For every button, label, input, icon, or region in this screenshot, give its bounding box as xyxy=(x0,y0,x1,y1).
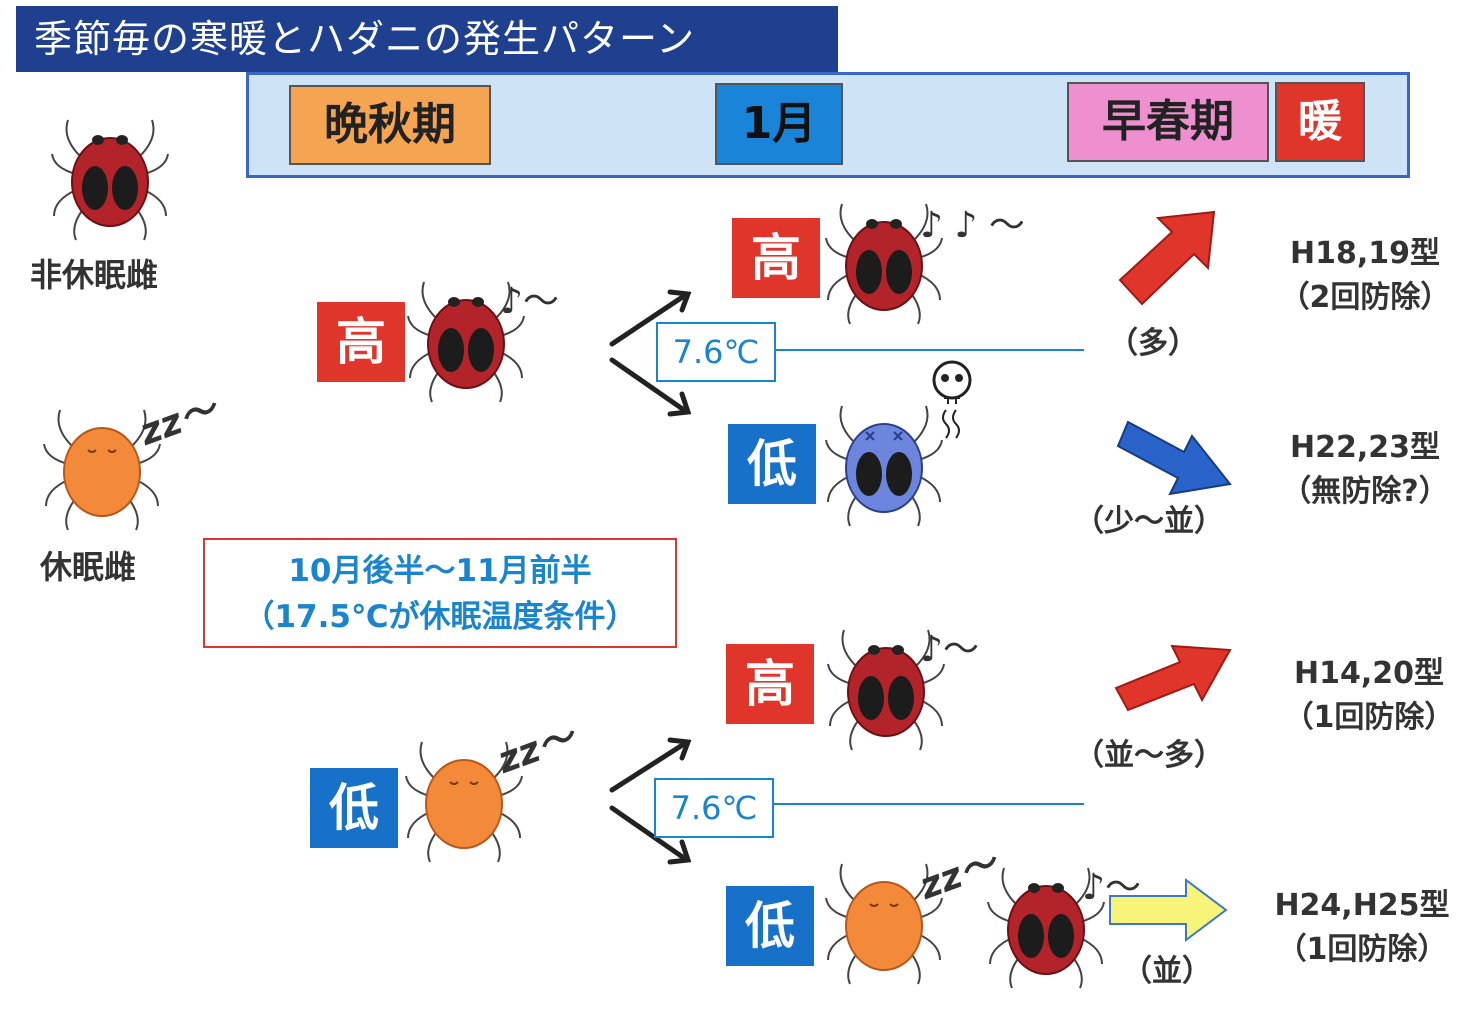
outcome-amount-1: （多） xyxy=(1108,326,1198,361)
pattern-name-1: H18,19型 xyxy=(1290,236,1440,271)
diapause-label: 休眠雌 xyxy=(40,548,137,586)
jan-low-box-lower: 低 xyxy=(726,886,814,966)
note-line-1: 10月後半～11月前半 xyxy=(288,553,592,589)
control-count-3: （1回防除） xyxy=(1283,700,1455,735)
late-autumn-low-box: 低 xyxy=(310,768,398,848)
outcome-amount-4: （並） xyxy=(1122,954,1212,989)
page-title: 季節毎の寒暖とハダニの発生パターン xyxy=(16,6,838,72)
season-band: 晩秋期 1月 早春期 暖 xyxy=(246,72,1410,178)
late-autumn-high-box: 高 xyxy=(317,302,405,382)
warm-tag: 暖 xyxy=(1275,82,1365,162)
jan-high-box-upper: 高 xyxy=(732,218,820,298)
outcome-pattern-2: H22,23型 （無防除?） xyxy=(1270,426,1460,514)
happy-sound-2: ♪ ♪ ～ xyxy=(920,205,1025,246)
happy-sound-1: ♪～ xyxy=(500,281,559,322)
outcome-pattern-1: H18,19型 （2回防除） xyxy=(1270,232,1460,320)
control-count-2: （無防除?） xyxy=(1281,474,1449,509)
happy-sound-3: ♪～ xyxy=(920,629,979,670)
diapause-condition-note: 10月後半～11月前半 （17.5℃が休眠温度条件） xyxy=(203,538,677,648)
threshold-temp-lower: 7.6℃ xyxy=(654,778,774,838)
pattern-name-3: H14,20型 xyxy=(1294,656,1444,691)
outcome-amount-2: （少～並） xyxy=(1074,504,1224,539)
control-count-4: （1回防除） xyxy=(1276,932,1448,967)
outcome-amount-3: （並～多） xyxy=(1074,738,1224,773)
jan-high-box-lower: 高 xyxy=(726,644,814,724)
pattern-name-4: H24,H25型 xyxy=(1274,888,1450,923)
pattern-name-2: H22,23型 xyxy=(1290,430,1440,465)
note-line-2: （17.5℃が休眠温度条件） xyxy=(243,599,637,635)
jan-low-box-upper: 低 xyxy=(728,424,816,504)
outcome-pattern-4: H24,H25型 （1回防除） xyxy=(1264,884,1460,972)
early-spring-tag: 早春期 xyxy=(1067,82,1269,162)
outcome-pattern-3: H14,20型 （1回防除） xyxy=(1274,652,1461,740)
threshold-temp-upper: 7.6℃ xyxy=(656,322,776,382)
non-diapause-label: 非休眠雌 xyxy=(30,256,159,294)
late-autumn-tag: 晩秋期 xyxy=(289,85,491,165)
january-tag: 1月 xyxy=(715,83,843,165)
control-count-1: （2回防除） xyxy=(1279,280,1451,315)
